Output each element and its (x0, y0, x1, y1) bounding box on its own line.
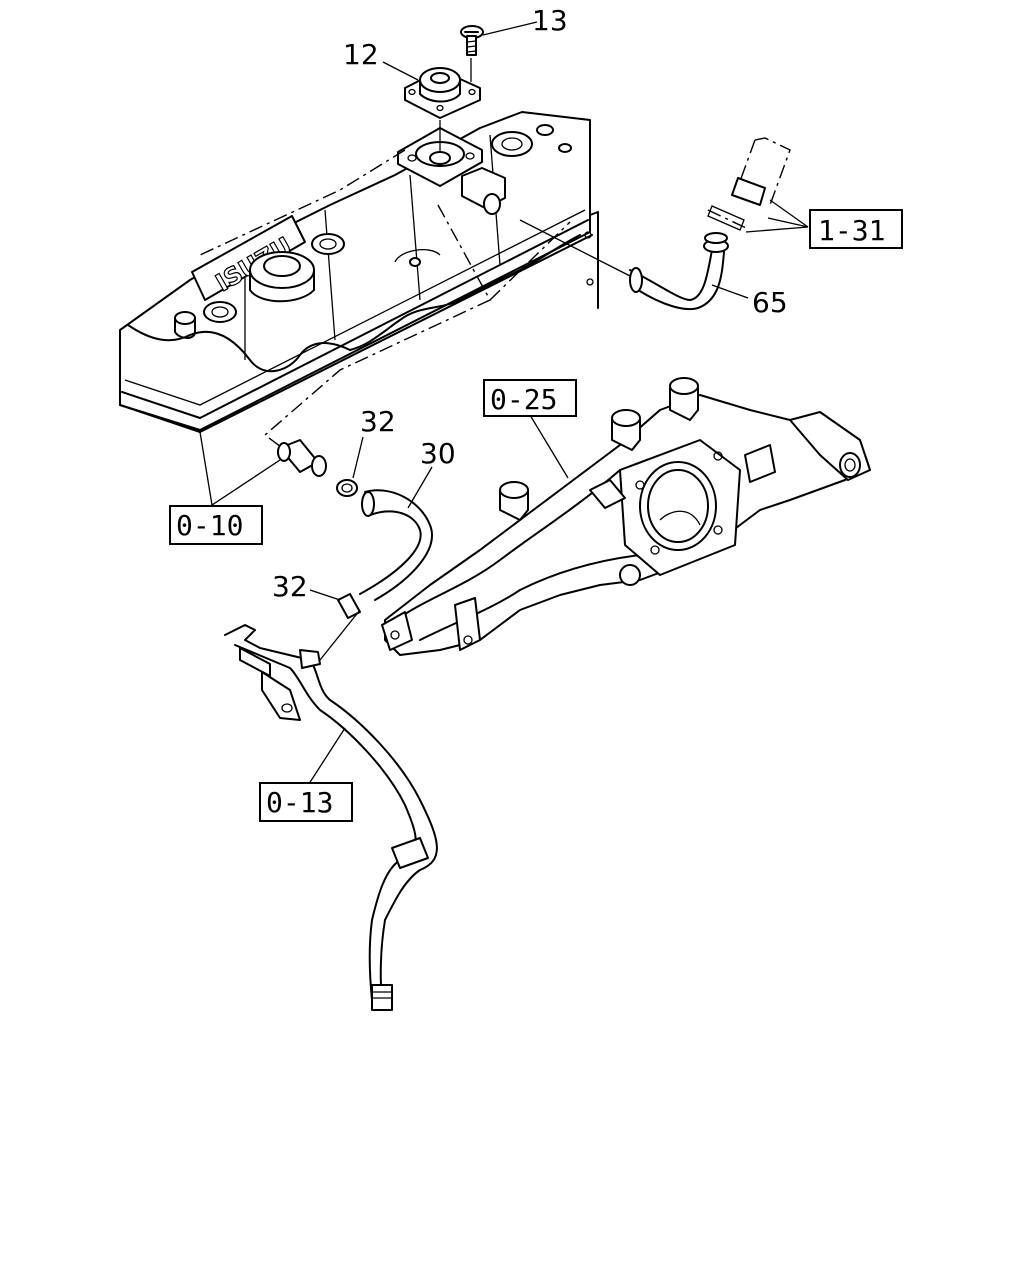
ref-box-0-25: 0-25 (483, 379, 577, 417)
hose-clamp-upper (707, 205, 747, 231)
ref-box-1-31: 1-31 (809, 209, 903, 249)
leader-12 (382, 61, 419, 81)
ref-box-0-10: 0-10 (169, 505, 263, 545)
leader-13 (482, 21, 538, 36)
callout-13: 13 (532, 4, 568, 37)
leader-30 (407, 466, 433, 509)
breather-cap (404, 67, 481, 119)
ref-box-0-13: 0-13 (259, 782, 353, 822)
leader-65 (711, 284, 749, 299)
clamp-32-upper (336, 479, 358, 497)
leader-32-upper (352, 436, 364, 479)
callout-65: 65 (752, 286, 788, 319)
dipstick-tube (224, 624, 438, 1011)
clamp-32-lower (337, 593, 361, 619)
ref-label-0-13: 0-13 (266, 786, 333, 819)
cylinder-head-edge (584, 211, 599, 309)
leader-32-lower (309, 589, 341, 601)
ref-label-1-31: 1-31 (818, 214, 885, 247)
ref-label-0-10: 0-10 (176, 509, 243, 542)
screw (460, 25, 484, 56)
callout-12: 12 (343, 38, 379, 71)
intake-manifold (381, 377, 871, 656)
callout-32-upper: 32 (360, 405, 396, 438)
callout-30: 30 (420, 437, 456, 470)
breather-hose (629, 232, 729, 311)
callout-32-lower: 32 (272, 570, 308, 603)
rubber-hose-30 (359, 489, 433, 601)
leader-0-13 (304, 727, 346, 791)
pcv-valve (731, 137, 791, 206)
leader-0-10 (199, 431, 281, 507)
ref-label-0-25: 0-25 (490, 383, 557, 416)
pcv-fitting (277, 439, 327, 477)
leader-0-25 (529, 414, 569, 479)
